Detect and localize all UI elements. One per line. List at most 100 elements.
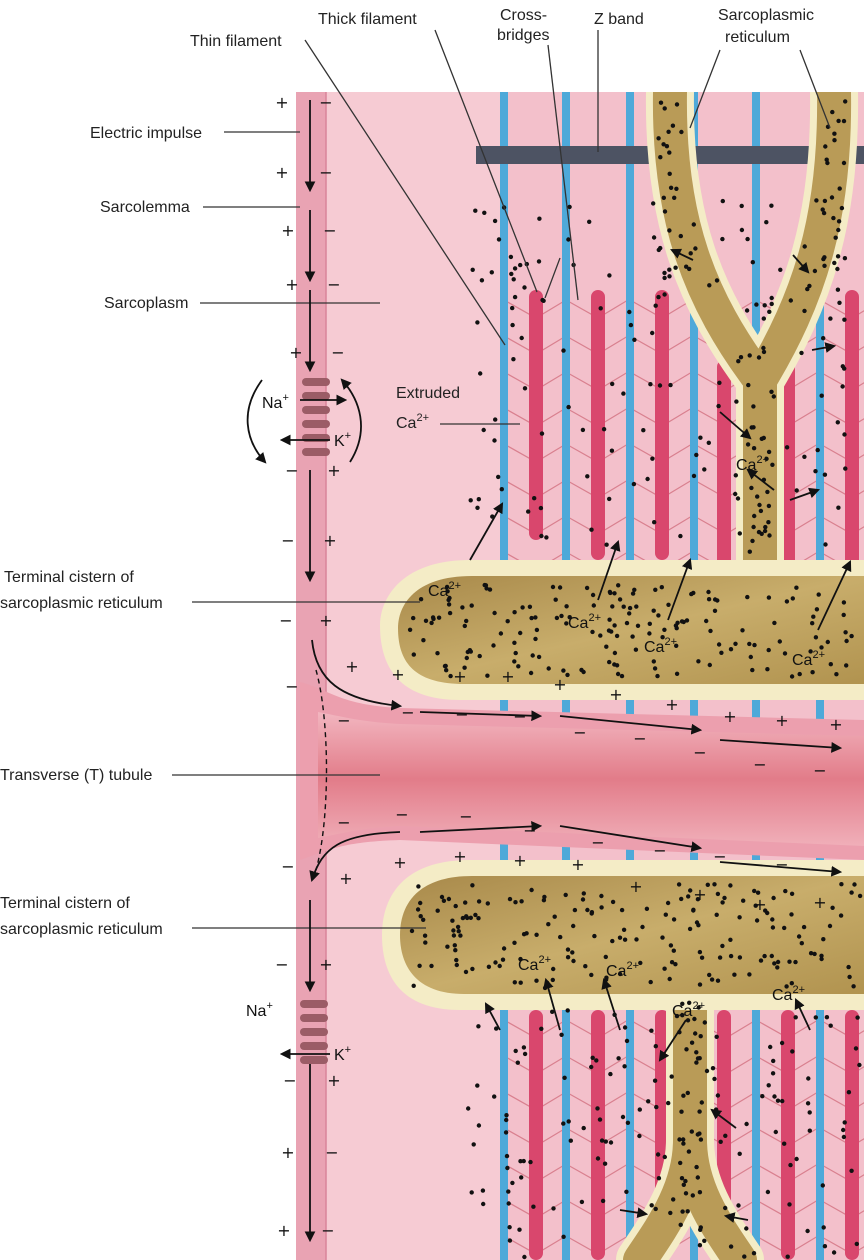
- minus-sign: −: [331, 343, 344, 362]
- calcium-ion: [847, 975, 851, 979]
- minus-sign: −: [523, 821, 536, 840]
- calcium-ion: [830, 110, 834, 114]
- calcium-ion: [486, 901, 490, 905]
- calcium-ion: [707, 283, 711, 287]
- calcium-ion: [829, 662, 833, 666]
- calcium-ion: [852, 882, 856, 886]
- calcium-ion: [599, 306, 603, 310]
- calcium-ion: [684, 1191, 688, 1195]
- plus-sign: +: [665, 695, 678, 714]
- calcium-ion: [677, 1137, 681, 1141]
- calcium-ion: [463, 900, 467, 904]
- calcium-ion: [772, 1094, 776, 1098]
- calcium-ion: [660, 935, 664, 939]
- plus-sign: +: [453, 847, 466, 866]
- calcium-ion: [746, 383, 750, 387]
- calcium-ion: [513, 980, 517, 984]
- calcium-ion: [471, 268, 475, 272]
- minus-sign: −: [775, 855, 788, 874]
- plus-sign: +: [391, 665, 404, 684]
- calcium-ion: [692, 222, 696, 226]
- calcium-ion: [821, 336, 825, 340]
- calcium-ion: [592, 934, 596, 938]
- minus-sign: −: [283, 1071, 296, 1090]
- calcium-ion: [823, 473, 827, 477]
- calcium-ion: [570, 950, 574, 954]
- calcium-ion: [581, 897, 585, 901]
- calcium-ion: [696, 659, 700, 663]
- calcium-ion: [791, 596, 795, 600]
- calcium-ion: [599, 905, 603, 909]
- calcium-ion: [836, 119, 840, 123]
- label-transverse-tubule: Transverse (T) tubule: [0, 767, 152, 784]
- minus-sign: −: [513, 707, 526, 726]
- calcium-ion: [591, 593, 595, 597]
- calcium-ion: [685, 618, 689, 622]
- calcium-ion: [698, 1243, 702, 1247]
- calcium-ion: [787, 960, 791, 964]
- calcium-ion: [698, 1190, 702, 1194]
- calcium-ion: [437, 616, 441, 620]
- calcium-ion: [634, 604, 638, 608]
- calcium-ion: [677, 882, 681, 886]
- label-thick-filament: Thick filament: [318, 11, 417, 28]
- calcium-ion: [589, 973, 593, 977]
- calcium-ion: [744, 1122, 748, 1126]
- calcium-ion: [767, 504, 771, 508]
- calcium-ion: [707, 973, 711, 977]
- calcium-ion: [653, 1079, 657, 1083]
- label-thin-filament: Thin filament: [190, 33, 282, 50]
- calcium-ion: [719, 1140, 723, 1144]
- calcium-ion: [529, 616, 533, 620]
- calcium-ion: [509, 255, 513, 259]
- calcium-ion: [419, 597, 423, 601]
- calcium-ion: [664, 913, 668, 917]
- calcium-ion: [668, 1211, 672, 1215]
- calcium-ion: [747, 642, 751, 646]
- calcium-ion: [809, 951, 813, 955]
- calcium-ion: [842, 119, 846, 123]
- calcium-ion: [622, 605, 626, 609]
- calcium-ion: [658, 155, 662, 159]
- calcium-ion: [754, 302, 758, 306]
- calcium-ion: [778, 268, 782, 272]
- calcium-ion: [706, 590, 710, 594]
- calcium-ion: [447, 897, 451, 901]
- calcium-ion: [767, 595, 771, 599]
- calcium-ion: [692, 1017, 696, 1021]
- calcium-ion: [816, 448, 820, 452]
- calcium-ion: [678, 1161, 682, 1165]
- calcium-ion: [485, 674, 489, 678]
- calcium-ion: [408, 628, 412, 632]
- calcium-ion: [847, 1090, 851, 1094]
- calcium-ion: [755, 494, 759, 498]
- calcium-ion: [663, 209, 667, 213]
- calcium-ion: [566, 947, 570, 951]
- calcium-ion: [680, 1176, 684, 1180]
- calcium-ion: [561, 1121, 565, 1125]
- calcium-ion: [519, 899, 523, 903]
- calcium-ion: [785, 445, 789, 449]
- calcium-ion: [759, 509, 763, 513]
- plus-sign: +: [609, 685, 622, 704]
- calcium-ion: [492, 1094, 496, 1098]
- calcium-ion: [585, 586, 589, 590]
- calcium-ion: [520, 336, 524, 340]
- plus-sign: +: [275, 93, 288, 112]
- calcium-ion: [573, 908, 577, 912]
- calcium-ion: [666, 130, 670, 134]
- calcium-ion: [654, 1105, 658, 1109]
- calcium-ion: [453, 948, 457, 952]
- calcium-ion: [493, 219, 497, 223]
- calcium-ion: [442, 899, 446, 903]
- calcium-ion: [555, 616, 559, 620]
- calcium-ion: [821, 207, 825, 211]
- calcium-ion: [672, 196, 676, 200]
- calcium-ion: [429, 621, 433, 625]
- calcium-ion: [511, 357, 515, 361]
- calcium-ion: [769, 204, 773, 208]
- calcium-ion: [679, 1110, 683, 1114]
- calcium-ion: [770, 917, 774, 921]
- calcium-ion: [823, 144, 827, 148]
- calcium-ion: [559, 1033, 563, 1037]
